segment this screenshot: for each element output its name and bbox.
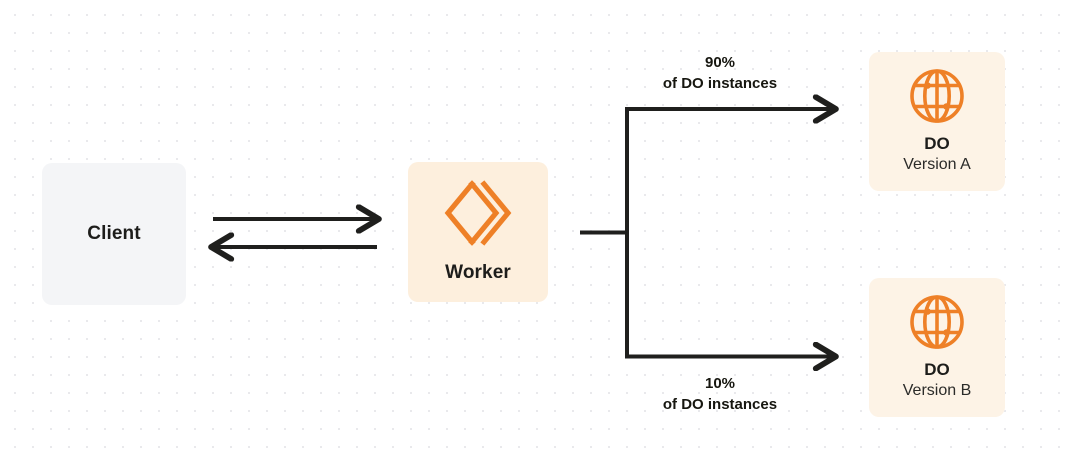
edge-label-do-b-percent: 10% — [704, 375, 736, 392]
globe-icon — [908, 67, 966, 125]
edge-label-do-a-caption: of DO instances — [662, 75, 778, 93]
edge-label-do-b-caption: of DO instances — [662, 396, 778, 414]
node-do-a-label: DO — [924, 133, 950, 153]
node-worker-label: Worker — [445, 262, 511, 284]
cloudflare-workers-icon — [442, 180, 514, 246]
node-do-a-sublabel: Version A — [903, 156, 971, 174]
node-do-b-label: DO — [924, 359, 950, 379]
edge-label-do-a-percent: 90% — [704, 54, 736, 71]
node-client[interactable]: Client — [42, 163, 186, 305]
node-do-version-b[interactable]: DO Version B — [869, 278, 1005, 417]
edge-label-do-b: 10% of DO instances — [600, 373, 840, 416]
edge-worker-to-do-a — [625, 109, 834, 233]
globe-icon — [908, 293, 966, 351]
edge-worker-to-do-b — [625, 232, 834, 357]
node-client-label: Client — [87, 223, 141, 245]
edge-label-do-a: 90% of DO instances — [600, 52, 840, 95]
node-do-version-a[interactable]: DO Version A — [869, 52, 1005, 191]
node-do-b-sublabel: Version B — [902, 382, 972, 400]
node-worker[interactable]: Worker — [408, 162, 548, 302]
